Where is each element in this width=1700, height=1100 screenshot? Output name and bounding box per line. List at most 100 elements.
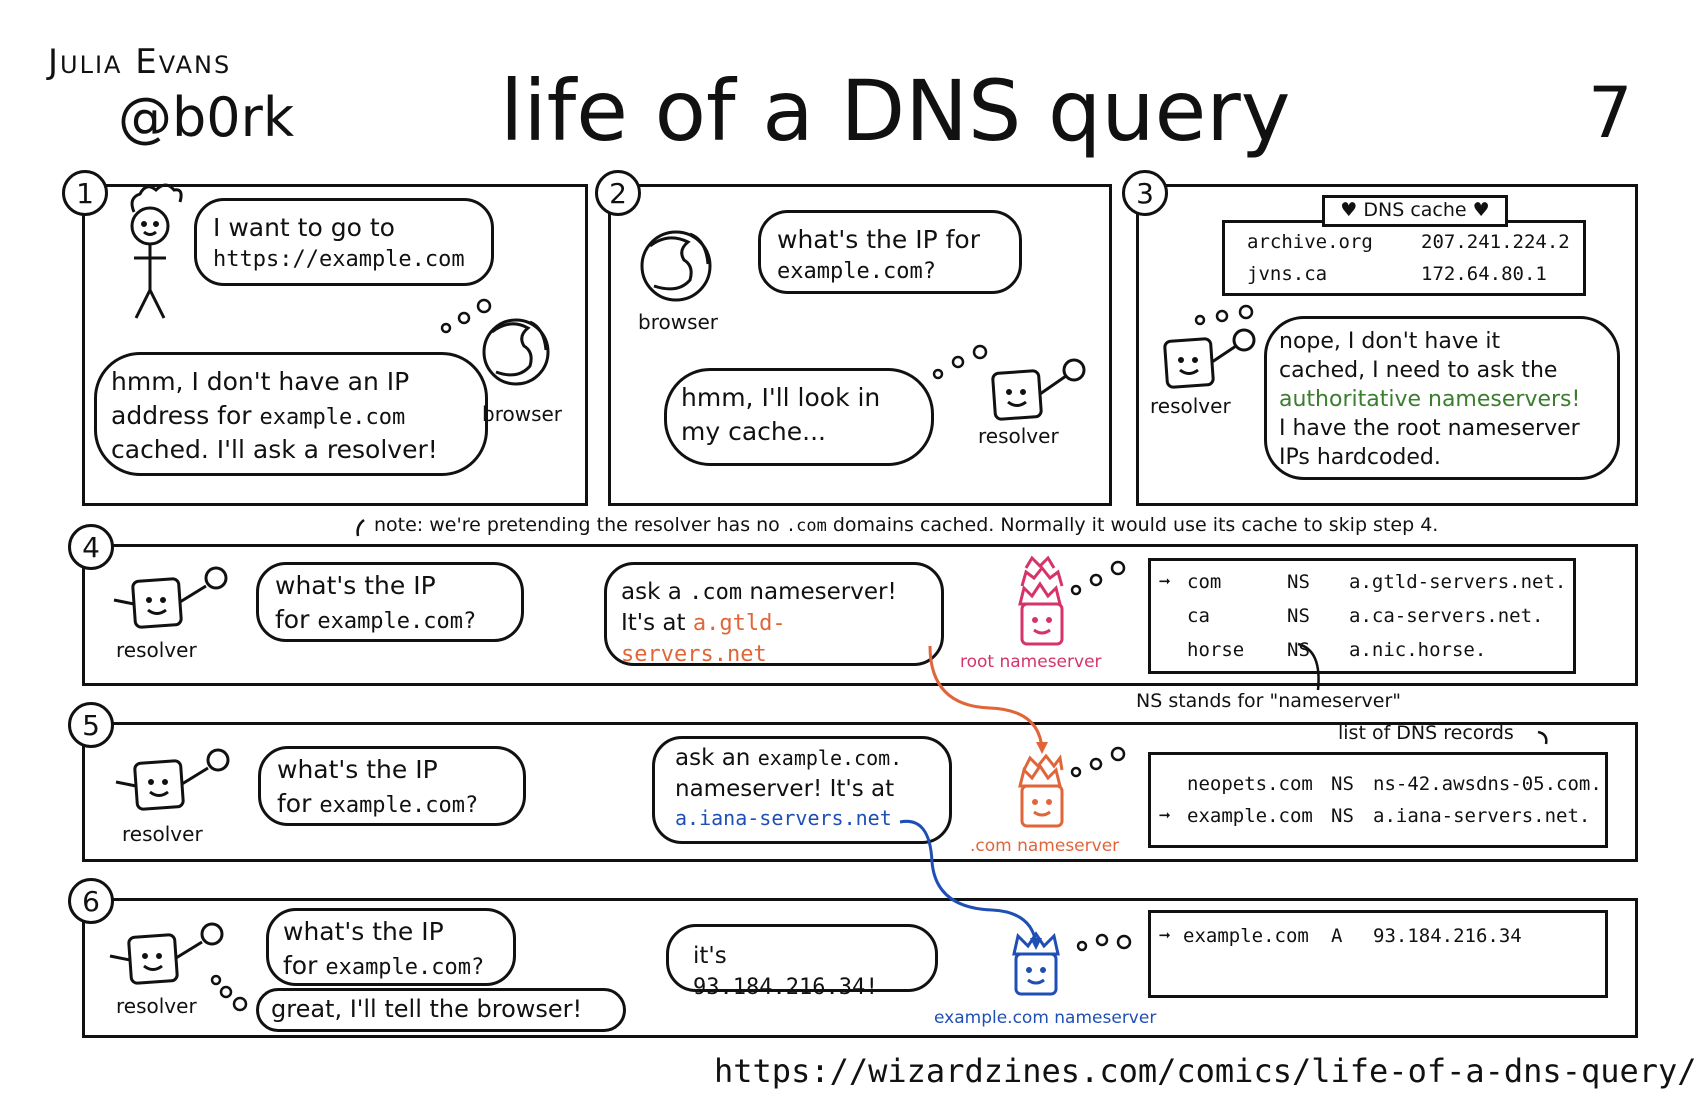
record-type: NS: [1287, 639, 1310, 661]
record-value: a.gtld-servers.net.: [1349, 571, 1567, 593]
resolver-question-bubble: what's the IP for example.com?: [256, 562, 524, 642]
bubble-text-part: It's at: [621, 610, 686, 637]
cloud-text: IPs hardcoded.: [1279, 445, 1441, 471]
resolver-label: resolver: [122, 822, 203, 846]
bubble-text: ask a .com nameserver!: [621, 577, 927, 608]
cloud-text: cached, I need to ask the: [1279, 358, 1558, 384]
cloud-highlight: authoritative nameservers!: [1279, 387, 1581, 413]
cache-row: jvns.ca: [1247, 263, 1327, 285]
browser-label: browser: [482, 402, 563, 426]
heart-icon: ♥: [1472, 199, 1490, 221]
record-type: NS: [1287, 571, 1310, 593]
bubble-domain: .com: [689, 580, 743, 605]
page-title: life of a DNS query: [500, 62, 1291, 160]
record-value: ns-42.awsdns-05.com.: [1373, 773, 1602, 795]
step-number-2: 2: [595, 170, 641, 216]
root-nameserver-label: root nameserver: [960, 652, 1102, 672]
record-arrow: ➞: [1159, 925, 1171, 947]
bubble-text: nameserver! It's at: [675, 776, 895, 803]
resolver-question-bubble: what's the IP for example.com?: [266, 908, 516, 986]
record-arrow: ➞: [1159, 805, 1171, 827]
root-records-table: ➞ com NS a.gtld-servers.net. ca NS a.ca-…: [1148, 558, 1576, 674]
arrow-note: [356, 519, 365, 537]
record-name: ca: [1187, 605, 1210, 627]
record-arrow: ➞: [1159, 571, 1171, 593]
step-number-3: 3: [1122, 170, 1168, 216]
com-answer-bubble: ask an example.com. nameserver! It's at …: [652, 736, 952, 844]
cache-domain: archive.org: [1247, 231, 1373, 253]
browser-label: browser: [638, 310, 719, 334]
step-number-5: 5: [68, 702, 114, 748]
resolver-label: resolver: [116, 638, 197, 662]
bubble-text: It's at a.gtld-servers.net: [621, 608, 927, 670]
example-records-table: ➞ example.com A 93.184.216.34: [1148, 910, 1608, 998]
browser-thought-cloud: hmm, I don't have an IP address for exam…: [94, 352, 488, 476]
bubble-domain: example.com.: [757, 746, 903, 770]
cache-row: archive.org: [1247, 231, 1373, 253]
record-value: a.iana-servers.net.: [1373, 805, 1591, 827]
cache-row-ip: 172.64.80.1: [1421, 263, 1547, 285]
author-handle: @b0rk: [118, 86, 295, 149]
resolver-thought-cloud: nope, I don't have it cached, I need to …: [1264, 316, 1620, 480]
resolver-label: resolver: [116, 994, 197, 1018]
bubble-text-part: it's: [693, 943, 727, 969]
resolver-thought-cloud: hmm, I'll look in my cache...: [664, 368, 934, 466]
cloud-text: cached. I'll ask a resolver!: [111, 434, 438, 464]
bubble-domain: example.com?: [325, 954, 485, 980]
resolver-label: resolver: [978, 424, 1059, 448]
record-name: example.com: [1183, 925, 1309, 947]
footer-url[interactable]: https://wizardzines.com/comics/life-of-a…: [714, 1052, 1697, 1090]
author-name: Julia Evans: [48, 42, 232, 82]
ns-note: NS stands for "nameserver": [1136, 690, 1402, 712]
resolver-thought-cloud: great, I'll tell the browser!: [256, 988, 626, 1032]
record-name: com: [1187, 571, 1222, 593]
person-speech-bubble: I want to go to https://example.com: [194, 198, 494, 286]
cloud-text: hmm, I'll look in: [681, 383, 881, 412]
bubble-server: a.gtld-servers.net: [621, 611, 786, 668]
com-records-table: neopets.com NS ns-42.awsdns-05.com. ➞ ex…: [1148, 752, 1608, 848]
heart-icon: ♥: [1340, 199, 1358, 221]
root-answer-bubble: ask a .com nameserver! It's at a.gtld-se…: [604, 562, 944, 667]
record-name: neopets.com: [1187, 773, 1313, 795]
cache-title-text: DNS cache: [1363, 199, 1467, 221]
bubble-domain: example.com?: [777, 258, 936, 284]
dns-cache-title: ♥ DNS cache ♥: [1322, 195, 1508, 227]
record-value: 93.184.216.34: [1373, 925, 1522, 947]
record-name: horse: [1187, 639, 1245, 661]
step-number-4: 4: [68, 524, 114, 570]
step-number-6: 6: [68, 878, 114, 924]
note-part: note: we're pretending the resolver has …: [374, 514, 780, 536]
bubble-text: for example.com?: [275, 603, 505, 637]
note-domain: .com: [785, 516, 827, 536]
bubble-text-part: nameserver!: [749, 579, 897, 605]
bubble-text: ask an example.com.: [675, 743, 929, 774]
note-part: domains cached. Normally it would use it…: [832, 514, 1439, 536]
example-nameserver-label: example.com nameserver: [934, 1008, 1157, 1028]
bubble-domain: example.com?: [319, 792, 479, 818]
bubble-text-part: for: [275, 604, 310, 634]
bubble-text: for example.com?: [283, 949, 499, 983]
bubble-text-part: for: [277, 788, 312, 818]
record-type: A: [1331, 925, 1343, 947]
bubble-text-part: ask a: [621, 579, 682, 605]
bubble-url: https://example.com: [213, 246, 465, 272]
bubble-text-part: for: [283, 950, 318, 980]
bubble-text: for example.com?: [277, 787, 507, 821]
cloud-text: nope, I don't have it: [1279, 329, 1501, 354]
record-type: NS: [1331, 773, 1354, 795]
bubble-text: what's the IP: [277, 755, 438, 784]
note-text: note: we're pretending the resolver has …: [374, 514, 1438, 536]
bubble-server: a.iana-servers.net: [675, 806, 892, 831]
example-answer-bubble: it's 93.184.216.34!: [666, 924, 938, 1000]
dns-cache-table: archive.org 207.241.224.2 jvns.ca 172.64…: [1222, 220, 1586, 296]
record-type: NS: [1287, 605, 1310, 627]
step-number-1: 1: [62, 170, 108, 216]
bubble-text: what's the IP for: [777, 225, 981, 254]
record-type: NS: [1331, 805, 1354, 827]
cloud-text: great, I'll tell the browser!: [271, 995, 583, 1023]
resolver-label: resolver: [1150, 394, 1231, 418]
record-name: example.com: [1187, 805, 1313, 827]
cloud-text-part: address for: [111, 400, 252, 430]
bubble-domain: example.com?: [317, 608, 477, 634]
cache-domain: jvns.ca: [1247, 263, 1328, 285]
